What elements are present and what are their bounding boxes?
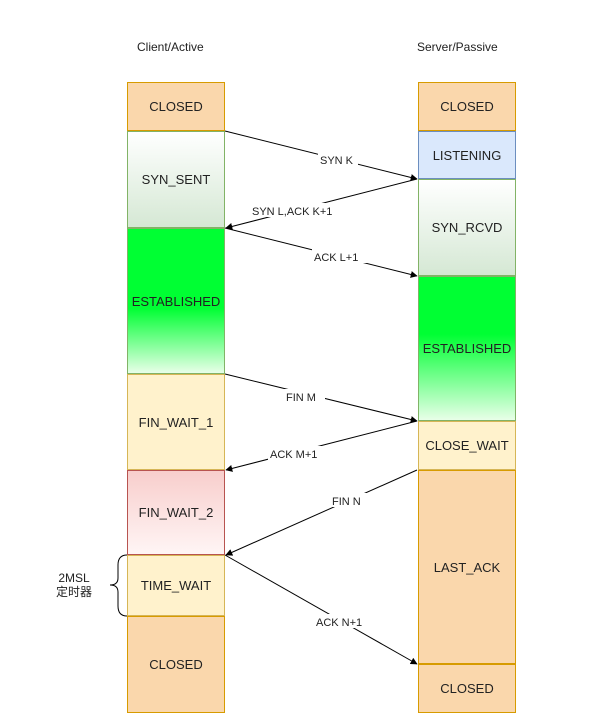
message-label-ack-m1: ACK M+1 [270, 449, 317, 461]
server-column-title: Server/Passive [417, 40, 498, 54]
server-state-established: ESTABLISHED [418, 276, 516, 421]
client-state-fin-wait-2: FIN_WAIT_2 [127, 470, 225, 555]
timer-label-line2: 定时器 [55, 585, 92, 599]
client-state-syn-sent: SYN_SENT [127, 131, 225, 228]
arrow-fin-n [225, 469, 418, 556]
message-label-ack-l1: ACK L+1 [314, 252, 358, 264]
message-label-fin-n: FIN N [332, 496, 361, 508]
message-label-syn-k: SYN K [320, 155, 354, 167]
client-state-closed-final: CLOSED [127, 616, 225, 713]
server-state-last-ack: LAST_ACK [418, 470, 516, 664]
timer-label-line1: 2MSL [58, 571, 90, 585]
timer-label: 2MSL 定时器 [44, 571, 104, 599]
client-state-time-wait: TIME_WAIT [127, 555, 225, 616]
message-label-syn-l-ack-k1: SYN L,ACK K+1 [252, 206, 332, 218]
client-state-closed: CLOSED [127, 82, 225, 131]
client-state-established: ESTABLISHED [127, 228, 225, 374]
server-state-closed: CLOSED [418, 82, 516, 131]
arrow-ack-m1 [225, 420, 418, 472]
client-column-title: Client/Active [137, 40, 204, 54]
server-state-close-wait: CLOSE_WAIT [418, 421, 516, 470]
message-label-ack-n1: ACK N+1 [316, 617, 362, 629]
client-state-fin-wait-1: FIN_WAIT_1 [127, 374, 225, 470]
server-state-syn-rcvd: SYN_RCVD [418, 179, 516, 276]
timer-brace [109, 554, 128, 617]
arrow-ack-n1 [224, 554, 418, 665]
server-state-listening: LISTENING [418, 131, 516, 179]
server-state-closed-final: CLOSED [418, 664, 516, 713]
message-label-fin-m: FIN M [286, 392, 316, 404]
